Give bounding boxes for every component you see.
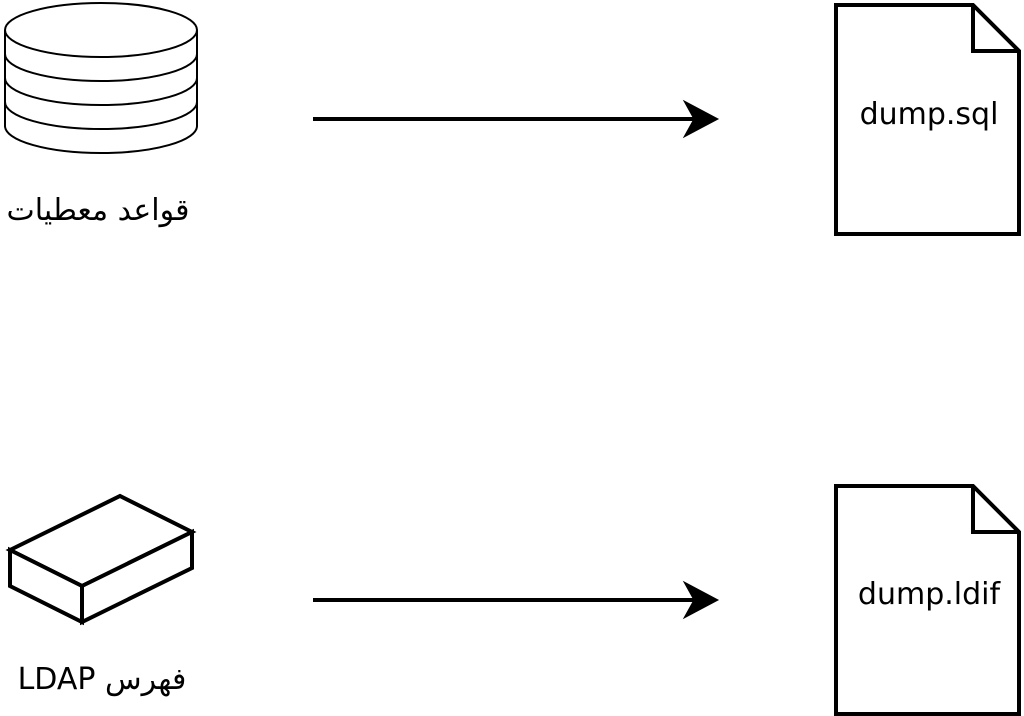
ldif-dump-label: dump.ldif: [857, 577, 1001, 612]
ldap-directory-label: فهرس LDAP: [17, 662, 187, 697]
sql-file-icon: [834, 3, 1021, 236]
arrow-ldap-to-ldif: [313, 580, 720, 620]
database-icon: [4, 2, 198, 154]
arrow-database-to-sql: [313, 99, 720, 139]
sql-dump-label: dump.sql: [859, 97, 999, 132]
ldif-file-icon: [834, 484, 1021, 716]
database-label: قواعد معطيات: [6, 193, 190, 228]
directory-box-icon: [5, 493, 197, 626]
